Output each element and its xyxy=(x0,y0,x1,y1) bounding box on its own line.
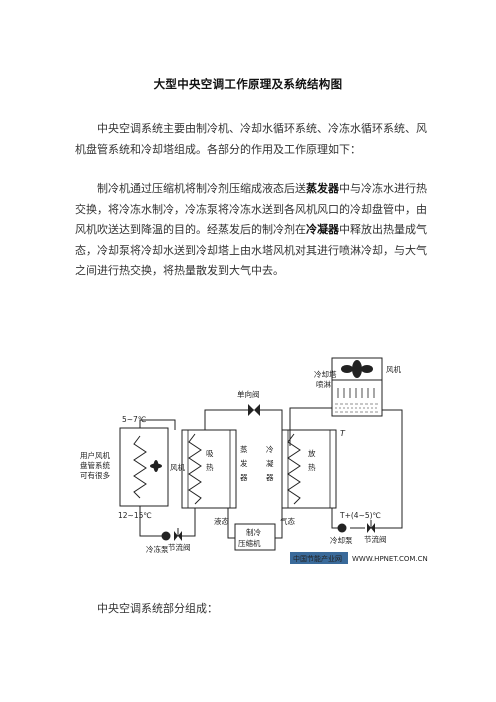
subheading: 中央空调系统部分组成： xyxy=(97,602,218,615)
check-valve-label: 单向阀 xyxy=(237,389,260,399)
piping xyxy=(139,407,403,539)
page-title: 大型中央空调工作原理及系统结构图 xyxy=(153,77,343,91)
compressor-label-1: 制冷 xyxy=(246,527,261,537)
user-label-3: 可有很多 xyxy=(80,470,110,480)
tower-fan-icon xyxy=(341,360,373,378)
cooling-pump-label: 冷却泵 xyxy=(330,535,353,545)
evap-name-2: 发 xyxy=(240,458,248,468)
evap-char-1: 吸 xyxy=(206,449,214,458)
temp-t2-label: T+(4~5)℃ xyxy=(339,511,381,520)
user-fan-icon xyxy=(150,460,162,472)
watermark-url: WWW.HPNET.COM.CN xyxy=(352,555,428,563)
user-fan-coil xyxy=(119,427,169,507)
cond-name-2: 凝 xyxy=(266,458,274,468)
spray-label: 喷淋 xyxy=(316,379,331,389)
evaporator xyxy=(181,429,237,509)
cooling-tower-label: 冷却塔 xyxy=(314,369,337,379)
cond-name-1: 冷 xyxy=(266,444,274,454)
tower-fan-label: 风机 xyxy=(386,364,401,374)
principle-text-a: 制冷机通过压缩机将制冷剂压缩成液态后送 xyxy=(97,182,306,195)
principle-text-c: 中释放出热量成气态，冷却泵将冷却水送到冷却塔上由水塔风机对其进行喷淋冷却，与大气… xyxy=(75,223,427,277)
evaporator-term: 蒸发器 xyxy=(306,182,339,195)
throttle-valve-1-icon xyxy=(174,528,182,541)
cond-name-3: 器 xyxy=(266,473,274,482)
cond-char-2: 热 xyxy=(308,462,316,472)
return-temp: 12~15℃ xyxy=(118,511,152,520)
user-label-2: 盘管系统 xyxy=(80,460,110,470)
compressor-label-2: 压缩机 xyxy=(238,538,261,548)
evap-char-2: 热 xyxy=(206,462,214,472)
cond-char-1: 放 xyxy=(308,448,316,458)
tower-water xyxy=(335,403,379,413)
liquid-label: 液态 xyxy=(214,516,229,526)
evap-name-3: 器 xyxy=(240,473,248,482)
temp-t-label: T xyxy=(340,429,346,438)
chilled-pump-label: 冷冻泵 xyxy=(146,544,169,554)
supply-temp: 5~7℃ xyxy=(122,415,146,424)
principle-text-b: 中与冷冻水进行热交换，将冷冻水制冷，冷冻泵将冷冻水送到各风机风口的冷却盘管中，由… xyxy=(75,182,427,236)
principle-paragraph: 制冷机通过压缩机将制冷剂压缩成液态后送蒸发器中与冷冻水进行热交换，将冷冻水制冷，… xyxy=(75,179,427,282)
condenser xyxy=(281,429,337,509)
evap-name-1: 蒸 xyxy=(240,444,248,454)
condenser-term: 冷凝器 xyxy=(306,223,339,236)
gas-label: 气态 xyxy=(280,516,295,526)
compressor xyxy=(234,523,276,551)
throttle-valve-1-label: 节流阀 xyxy=(168,542,191,552)
throttle-valve-2-label: 节流阀 xyxy=(364,534,387,544)
chilled-pump-icon xyxy=(161,531,171,541)
system-diagram: 冷却塔 喷淋 风机 单向阀 5~7℃ xyxy=(80,357,428,564)
user-fan-label: 风机 xyxy=(170,462,185,472)
watermark: 中国节能产业网 WWW.HPNET.COM.CN xyxy=(290,552,428,564)
cooling-pump-icon xyxy=(337,523,347,533)
spray-lines xyxy=(337,388,375,398)
watermark-cn: 中国节能产业网 xyxy=(293,554,342,563)
check-valve-icon xyxy=(248,404,260,416)
cooling-tower: 冷却塔 喷淋 风机 xyxy=(314,357,401,417)
throttle-valve-2-icon xyxy=(367,520,375,533)
intro-paragraph: 中央空调系统主要由制冷机、冷却水循环系统、冷冻水循环系统、风机盘管系统和冷却塔组… xyxy=(75,122,427,156)
user-label-1: 用户风机 xyxy=(80,450,110,460)
